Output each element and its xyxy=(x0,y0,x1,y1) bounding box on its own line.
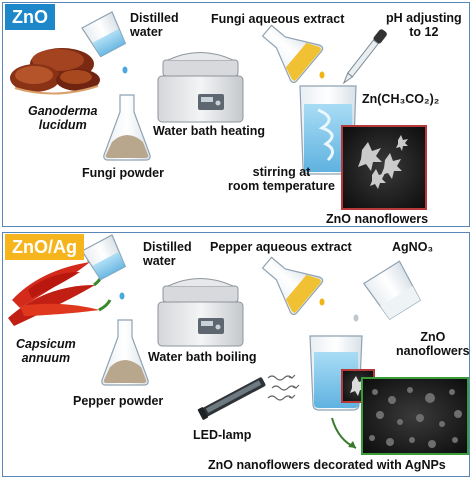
agno3-beaker-icon xyxy=(353,260,422,322)
stirring-label: stirring at room temperature xyxy=(228,165,335,193)
pepper-extract-flask-icon xyxy=(261,256,325,316)
agno3-label: AgNO₃ xyxy=(392,240,434,254)
pepper-extract-label: Pepper aqueous extract xyxy=(210,240,352,254)
decorated-nanoflowers-label: ZnO nanoflowers decorated with AgNPs xyxy=(208,458,446,472)
water-bath-boiling-label: Water bath boiling xyxy=(148,350,257,364)
light-waves-icon xyxy=(267,374,300,401)
zno-ag-tag: ZnO/Ag xyxy=(5,234,84,260)
ganoderma-mushroom-icon xyxy=(10,48,100,95)
distilled-water-beaker-2-icon xyxy=(81,234,127,300)
zno-nanoflowers-label-2: ZnO nanoflowers xyxy=(396,330,470,358)
water-bath-heater-icon xyxy=(157,52,244,123)
led-lamp-label: LED-lamp xyxy=(193,428,252,442)
zno-ag-decorated-micrograph xyxy=(361,377,469,455)
capsicum-label: Capsicum annuum xyxy=(16,337,76,365)
distilled-water-label-2: Distilled water xyxy=(143,240,192,268)
zno-nanoflowers-micrograph xyxy=(341,125,427,210)
fungi-powder-label: Fungi powder xyxy=(82,166,164,180)
fungi-extract-label: Fungi aqueous extract xyxy=(211,12,345,26)
dropper-icon xyxy=(342,29,387,85)
pepper-powder-label: Pepper powder xyxy=(73,394,164,408)
water-bath-heating-label: Water bath heating xyxy=(153,124,266,138)
ph-label: pH adjusting to 12 xyxy=(386,11,462,39)
distilled-water-beaker-icon xyxy=(81,11,128,74)
zinc-acetate-label: Zn(CH₃CO₂)₂ xyxy=(362,92,440,106)
zno-tag: ZnO xyxy=(5,4,55,30)
water-bath-boiler-icon xyxy=(157,278,244,347)
pepper-powder-flask-icon xyxy=(101,319,149,386)
fungi-extract-flask-icon xyxy=(261,24,325,84)
arrow-icon xyxy=(331,417,357,449)
zno-nanoflowers-label: ZnO nanoflowers xyxy=(326,212,429,226)
fungi-powder-flask-icon xyxy=(103,94,151,161)
led-lamp-icon xyxy=(197,377,266,420)
ganoderma-label: Ganoderma lucidum xyxy=(28,104,98,132)
distilled-water-label: Distilled water xyxy=(130,11,179,39)
